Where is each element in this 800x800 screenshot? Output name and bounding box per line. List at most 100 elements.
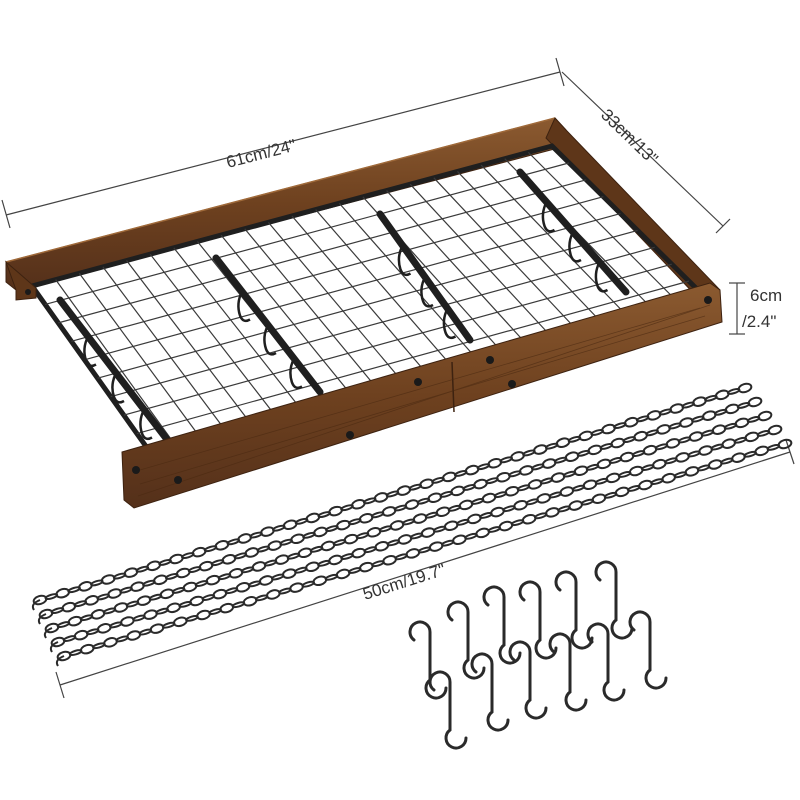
chain-link (490, 506, 505, 518)
bar-hook (237, 290, 251, 323)
chain-link (420, 527, 436, 538)
chain-link (633, 430, 648, 442)
chain-link (320, 540, 336, 552)
chain-link (221, 554, 237, 565)
chain-link (290, 533, 305, 545)
chain-link (610, 437, 626, 449)
chain-link (328, 554, 343, 566)
chain-link (214, 540, 230, 551)
chain-link (605, 472, 621, 484)
chain-link (419, 478, 434, 490)
chain-link (113, 602, 129, 613)
chain-link (675, 452, 690, 463)
chain-link (358, 512, 374, 524)
chain-link (198, 560, 214, 572)
chain-link (679, 417, 694, 428)
chain-link (228, 568, 244, 579)
chain-link (389, 520, 405, 531)
chain-end-hook (37, 613, 47, 625)
chain-link (126, 630, 142, 641)
wire-grid (44, 151, 690, 446)
chain-link (688, 431, 704, 442)
chain-link (205, 574, 221, 586)
chain-link (638, 479, 653, 491)
bar-hook (83, 335, 97, 368)
s-hook (408, 620, 448, 700)
chain-end-hook (55, 655, 65, 667)
chain-link (237, 533, 253, 544)
bar-hook (111, 372, 125, 404)
chain-link (536, 493, 552, 504)
chain-link (665, 438, 681, 449)
chain-link (90, 609, 106, 620)
chain-link (496, 471, 511, 483)
chain-link (373, 492, 389, 503)
pot-rack (4, 117, 723, 509)
height-label-in: /2.4" (742, 312, 776, 331)
chain-link (628, 465, 644, 477)
chain-link (366, 526, 382, 538)
chain-link (601, 423, 616, 435)
bar-hook (263, 324, 277, 356)
chain-link (381, 506, 397, 517)
chain-link (442, 471, 457, 483)
chain-link (596, 458, 612, 470)
chain-link (123, 567, 139, 578)
chain-link (614, 486, 630, 498)
chain-link (481, 492, 497, 504)
s-hook (548, 632, 588, 712)
s-hook (518, 580, 558, 660)
chain-link (274, 554, 290, 565)
chain-link (452, 534, 467, 545)
chain-link (305, 561, 320, 573)
chain-link (260, 526, 275, 537)
chain-link (265, 589, 281, 600)
s-hook (428, 670, 468, 750)
chain-link (737, 382, 753, 394)
chain-link (235, 582, 251, 593)
chain-link (475, 527, 490, 539)
chain-link (698, 445, 713, 456)
chain-link (196, 609, 211, 621)
bar-hook (289, 357, 303, 390)
support-bars (56, 168, 630, 450)
chain-link (559, 486, 575, 497)
chain-link (166, 602, 181, 614)
chain-link (267, 540, 283, 551)
chain-link (656, 424, 671, 435)
bar-hook (541, 201, 556, 233)
chain-link (172, 616, 188, 628)
chain-link (428, 541, 444, 552)
chain-link (175, 567, 191, 579)
chain-link (343, 533, 359, 545)
bar-hook (420, 276, 434, 308)
chain-link (84, 595, 100, 606)
chain-link (427, 492, 443, 504)
chain-link (573, 465, 589, 476)
chain-link (159, 588, 175, 600)
chain-link (242, 596, 258, 607)
chain-link (149, 623, 165, 634)
chain-link (721, 438, 737, 449)
chain-link (578, 430, 594, 442)
chain-link (282, 519, 298, 531)
chain-link (767, 424, 783, 436)
chain-link (289, 582, 304, 593)
chain-link (107, 588, 122, 599)
chain-link (297, 547, 313, 559)
chain-link (669, 403, 685, 414)
chain-link (731, 452, 746, 463)
chain-link (754, 445, 770, 457)
s-hook (446, 600, 486, 680)
s-hook (554, 570, 594, 650)
chain-link (521, 513, 537, 525)
chain-link (351, 498, 366, 510)
chain-link (153, 574, 168, 586)
s-hook (482, 585, 522, 665)
chain-link (464, 464, 480, 476)
chain-link (120, 616, 135, 627)
chain-link (518, 465, 534, 476)
chain-link (435, 506, 451, 518)
chain-link (374, 541, 390, 552)
